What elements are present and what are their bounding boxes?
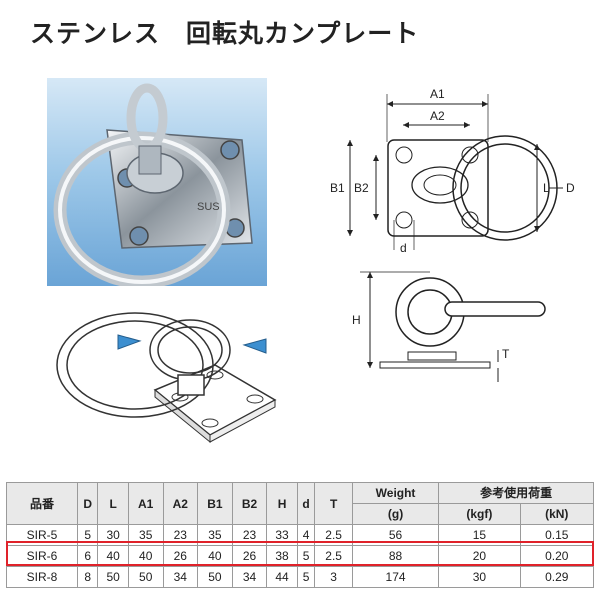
- top-view-drawing: A1 A2 B1 B2 d L D: [300, 80, 585, 255]
- cell-part-no: SIR-5: [6, 524, 78, 546]
- cell-b2: 34: [231, 566, 268, 588]
- label-b2: B2: [354, 181, 369, 195]
- page-title: ステンレス 回転丸カンプレート: [30, 19, 420, 48]
- cell-t: 2.5: [314, 545, 353, 567]
- col-b1: B1: [197, 482, 233, 525]
- col-kgf: (kgf): [438, 503, 521, 525]
- cell-l: 50: [97, 566, 129, 588]
- cell-d-upper: 8: [76, 566, 99, 588]
- cell-a1: 50: [127, 566, 164, 588]
- cell-a2: 23: [162, 524, 199, 546]
- col-part-no: 品番: [6, 482, 78, 525]
- col-weight-unit: (g): [351, 503, 440, 525]
- label-h: H: [352, 313, 361, 327]
- cell-b1: 35: [197, 524, 233, 546]
- cell-kn: 0.15: [519, 524, 595, 546]
- col-h: H: [266, 482, 298, 525]
- table-header-row: 品番 D L A1 A2 B1 B2 H d T Weight 参考使用荷重: [6, 482, 594, 525]
- label-a2: A2: [430, 109, 445, 123]
- side-view-drawing: H T: [330, 262, 560, 392]
- cell-t: 2.5: [314, 524, 353, 546]
- cell-l: 30: [97, 524, 129, 546]
- cell-b2: 23: [231, 524, 268, 546]
- table-row: SIR-8 8 50 50 34 50 34 44 5 3 174 30 0.2…: [6, 566, 595, 588]
- cell-a2: 26: [162, 545, 199, 567]
- cell-kgf: 30: [438, 566, 521, 588]
- cell-d-upper: 5: [76, 524, 99, 546]
- cell-d-lower: 5: [296, 566, 316, 588]
- cell-a1: 35: [127, 524, 164, 546]
- cell-kn: 0.29: [519, 566, 595, 588]
- col-kn: (kN): [519, 503, 595, 525]
- cell-kgf: 20: [438, 545, 521, 567]
- cell-part-no: SIR-6: [6, 545, 78, 567]
- cell-h: 33: [266, 524, 298, 546]
- cell-part-no: SIR-8: [6, 566, 78, 588]
- col-d-lower: d: [296, 482, 316, 525]
- col-a2: A2: [162, 482, 199, 525]
- label-d-lower: d: [400, 241, 407, 255]
- cell-a1: 40: [127, 545, 164, 567]
- cell-weight: 56: [351, 524, 440, 546]
- col-l: L: [97, 482, 129, 525]
- cell-d-upper: 6: [76, 545, 99, 567]
- table-row: SIR-6 6 40 40 26 40 26 38 5 2.5 88 20 0.…: [6, 545, 595, 567]
- col-a1: A1: [127, 482, 164, 525]
- photo-marking: SUS: [197, 201, 220, 213]
- cell-a2: 34: [162, 566, 199, 588]
- product-photo: SUS: [47, 78, 267, 286]
- label-l: L: [543, 181, 550, 195]
- cell-b1: 40: [197, 545, 233, 567]
- cell-t: 3: [314, 566, 353, 588]
- col-load: 参考使用荷重: [438, 482, 594, 504]
- label-b1: B1: [330, 181, 345, 195]
- spec-table: 品番 D L A1 A2 B1 B2 H d T Weight 参考使用荷重 (…: [6, 482, 595, 588]
- cell-b2: 26: [231, 545, 268, 567]
- cell-h: 38: [266, 545, 298, 567]
- cell-h: 44: [266, 566, 298, 588]
- col-d-upper: D: [76, 482, 99, 525]
- rotation-illustration: [40, 295, 290, 465]
- cell-l: 40: [97, 545, 129, 567]
- col-weight: Weight: [351, 482, 440, 504]
- col-t: T: [314, 482, 353, 525]
- cell-d-lower: 4: [296, 524, 316, 546]
- table-row: SIR-5 5 30 35 23 35 23 33 4 2.5 56 15 0.…: [6, 524, 595, 546]
- cell-weight: 174: [351, 566, 440, 588]
- cell-b1: 50: [197, 566, 233, 588]
- label-a1: A1: [430, 87, 445, 101]
- cell-kn: 0.20: [519, 545, 595, 567]
- cell-kgf: 15: [438, 524, 521, 546]
- label-d-upper: D: [566, 181, 575, 195]
- cell-weight: 88: [351, 545, 440, 567]
- label-t: T: [502, 347, 510, 361]
- col-b2: B2: [231, 482, 268, 525]
- table-subheader-row: (g) (kgf) (kN): [7, 503, 595, 525]
- cell-d-lower: 5: [296, 545, 316, 567]
